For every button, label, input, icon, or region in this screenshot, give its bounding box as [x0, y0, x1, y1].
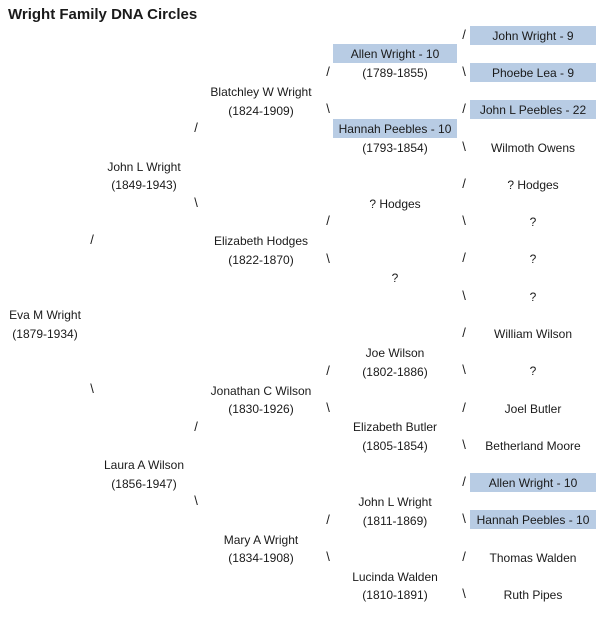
person-gen5: John L Peebles - 22: [479, 103, 587, 117]
connector-slash: /: [462, 549, 466, 564]
connector-slash: /: [462, 474, 466, 489]
connector-slash: /: [90, 232, 94, 247]
person-john-l-wright2-name: John L Wright: [358, 495, 432, 509]
person-blatchley-name: Blatchley W Wright: [210, 85, 312, 99]
person-gen5: William Wilson: [494, 327, 572, 341]
connector-slash: \: [462, 511, 466, 526]
person-blatchley-years: (1824-1909): [228, 104, 294, 118]
person-eva-years: (1879-1934): [12, 327, 78, 341]
person-elizabeth-butler-years: (1805-1854): [362, 439, 428, 453]
person-jonathan-wilson-name: Jonathan C Wilson: [210, 384, 312, 398]
connector-slash: \: [462, 288, 466, 303]
connector-slash: \: [462, 586, 466, 601]
person-gen5: Thomas Walden: [489, 551, 577, 565]
dna-highlight-phoebe-lea: [470, 63, 596, 82]
person-john-l-wright-name: John L Wright: [107, 160, 181, 174]
person-gen5: ? Hodges: [507, 178, 559, 192]
connector-slash: /: [326, 64, 330, 79]
connector-slash: /: [194, 419, 198, 434]
person-mary-wright-name: Mary A Wright: [223, 533, 299, 547]
connector-slash: \: [326, 101, 330, 116]
person-gen5: Betherland Moore: [485, 439, 581, 453]
person-john-l-wright2-years: (1811-1869): [362, 514, 428, 528]
dna-highlight-hannah: [333, 119, 457, 138]
person-allen-wright-years: (1789-1855): [362, 66, 428, 80]
person-joe-wilson-name: Joe Wilson: [365, 346, 425, 360]
page-title: Wright Family DNA Circles: [8, 6, 198, 23]
person-gen5: John Wright - 9: [492, 29, 574, 43]
connector-slash: \: [326, 400, 330, 415]
connector-slash: \: [462, 64, 466, 79]
person-gen5: Phoebe Lea - 9: [491, 66, 575, 80]
person-elizabeth-hodges-name: Elizabeth Hodges: [213, 234, 309, 248]
dna-highlight-allen: [333, 44, 457, 63]
person-gen5: ?: [529, 252, 537, 266]
connector-slash: \: [90, 381, 94, 396]
person-hodges: ? Hodges: [369, 197, 421, 211]
person-unknown: ?: [391, 271, 399, 285]
connector-slash: \: [326, 549, 330, 564]
person-mary-wright-years: (1834-1908): [228, 551, 294, 565]
connector-slash: /: [326, 363, 330, 378]
connector-slash: /: [462, 27, 466, 42]
connector-slash: /: [462, 176, 466, 191]
connector-slash: \: [462, 437, 466, 452]
person-jonathan-wilson-years: (1830-1926): [228, 402, 294, 416]
connector-slash: \: [462, 139, 466, 154]
connector-slash: \: [194, 493, 198, 508]
person-gen5: Joel Butler: [504, 402, 562, 416]
person-gen5: ?: [529, 364, 537, 378]
connector-slash: \: [462, 213, 466, 228]
person-lucinda-walden-name: Lucinda Walden: [352, 570, 438, 584]
person-elizabeth-hodges-years: (1822-1870): [228, 253, 294, 267]
dna-highlight-john-l-peebles: [470, 100, 596, 119]
person-laura-wilson-years: (1856-1947): [111, 477, 177, 491]
person-hannah-peebles-years: (1793-1854): [362, 141, 428, 155]
person-john-l-wright-years: (1849-1943): [111, 178, 177, 192]
connector-slash: /: [462, 400, 466, 415]
connector-slash: \: [462, 362, 466, 377]
connector-slash: /: [326, 213, 330, 228]
person-hannah-peebles-name: Hannah Peebles - 10: [338, 122, 452, 136]
dna-highlight-hannah-peebles-2: [470, 510, 596, 529]
connector-slash: /: [462, 250, 466, 265]
connector-slash: \: [326, 251, 330, 266]
person-lucinda-walden-years: (1810-1891): [362, 588, 428, 602]
person-allen-wright-name: Allen Wright - 10: [350, 47, 440, 61]
person-gen5: Wilmoth Owens: [490, 141, 576, 155]
person-elizabeth-butler-name: Elizabeth Butler: [352, 420, 438, 434]
person-gen5: Hannah Peebles - 10: [476, 513, 590, 527]
person-gen5: Ruth Pipes: [503, 588, 563, 602]
person-gen5: Allen Wright - 10: [488, 476, 578, 490]
connector-slash: /: [194, 120, 198, 135]
person-gen5: ?: [529, 290, 537, 304]
person-gen5: ?: [529, 215, 537, 229]
connector-slash: /: [462, 325, 466, 340]
connector-slash: /: [462, 101, 466, 116]
person-eva-name: Eva M Wright: [9, 308, 81, 322]
connector-slash: \: [194, 195, 198, 210]
connector-slash: /: [326, 512, 330, 527]
dna-highlight-john-wright: [470, 26, 596, 45]
person-joe-wilson-years: (1802-1886): [362, 365, 428, 379]
person-laura-wilson-name: Laura A Wilson: [103, 458, 185, 472]
dna-highlight-allen-wright-2: [470, 473, 596, 492]
